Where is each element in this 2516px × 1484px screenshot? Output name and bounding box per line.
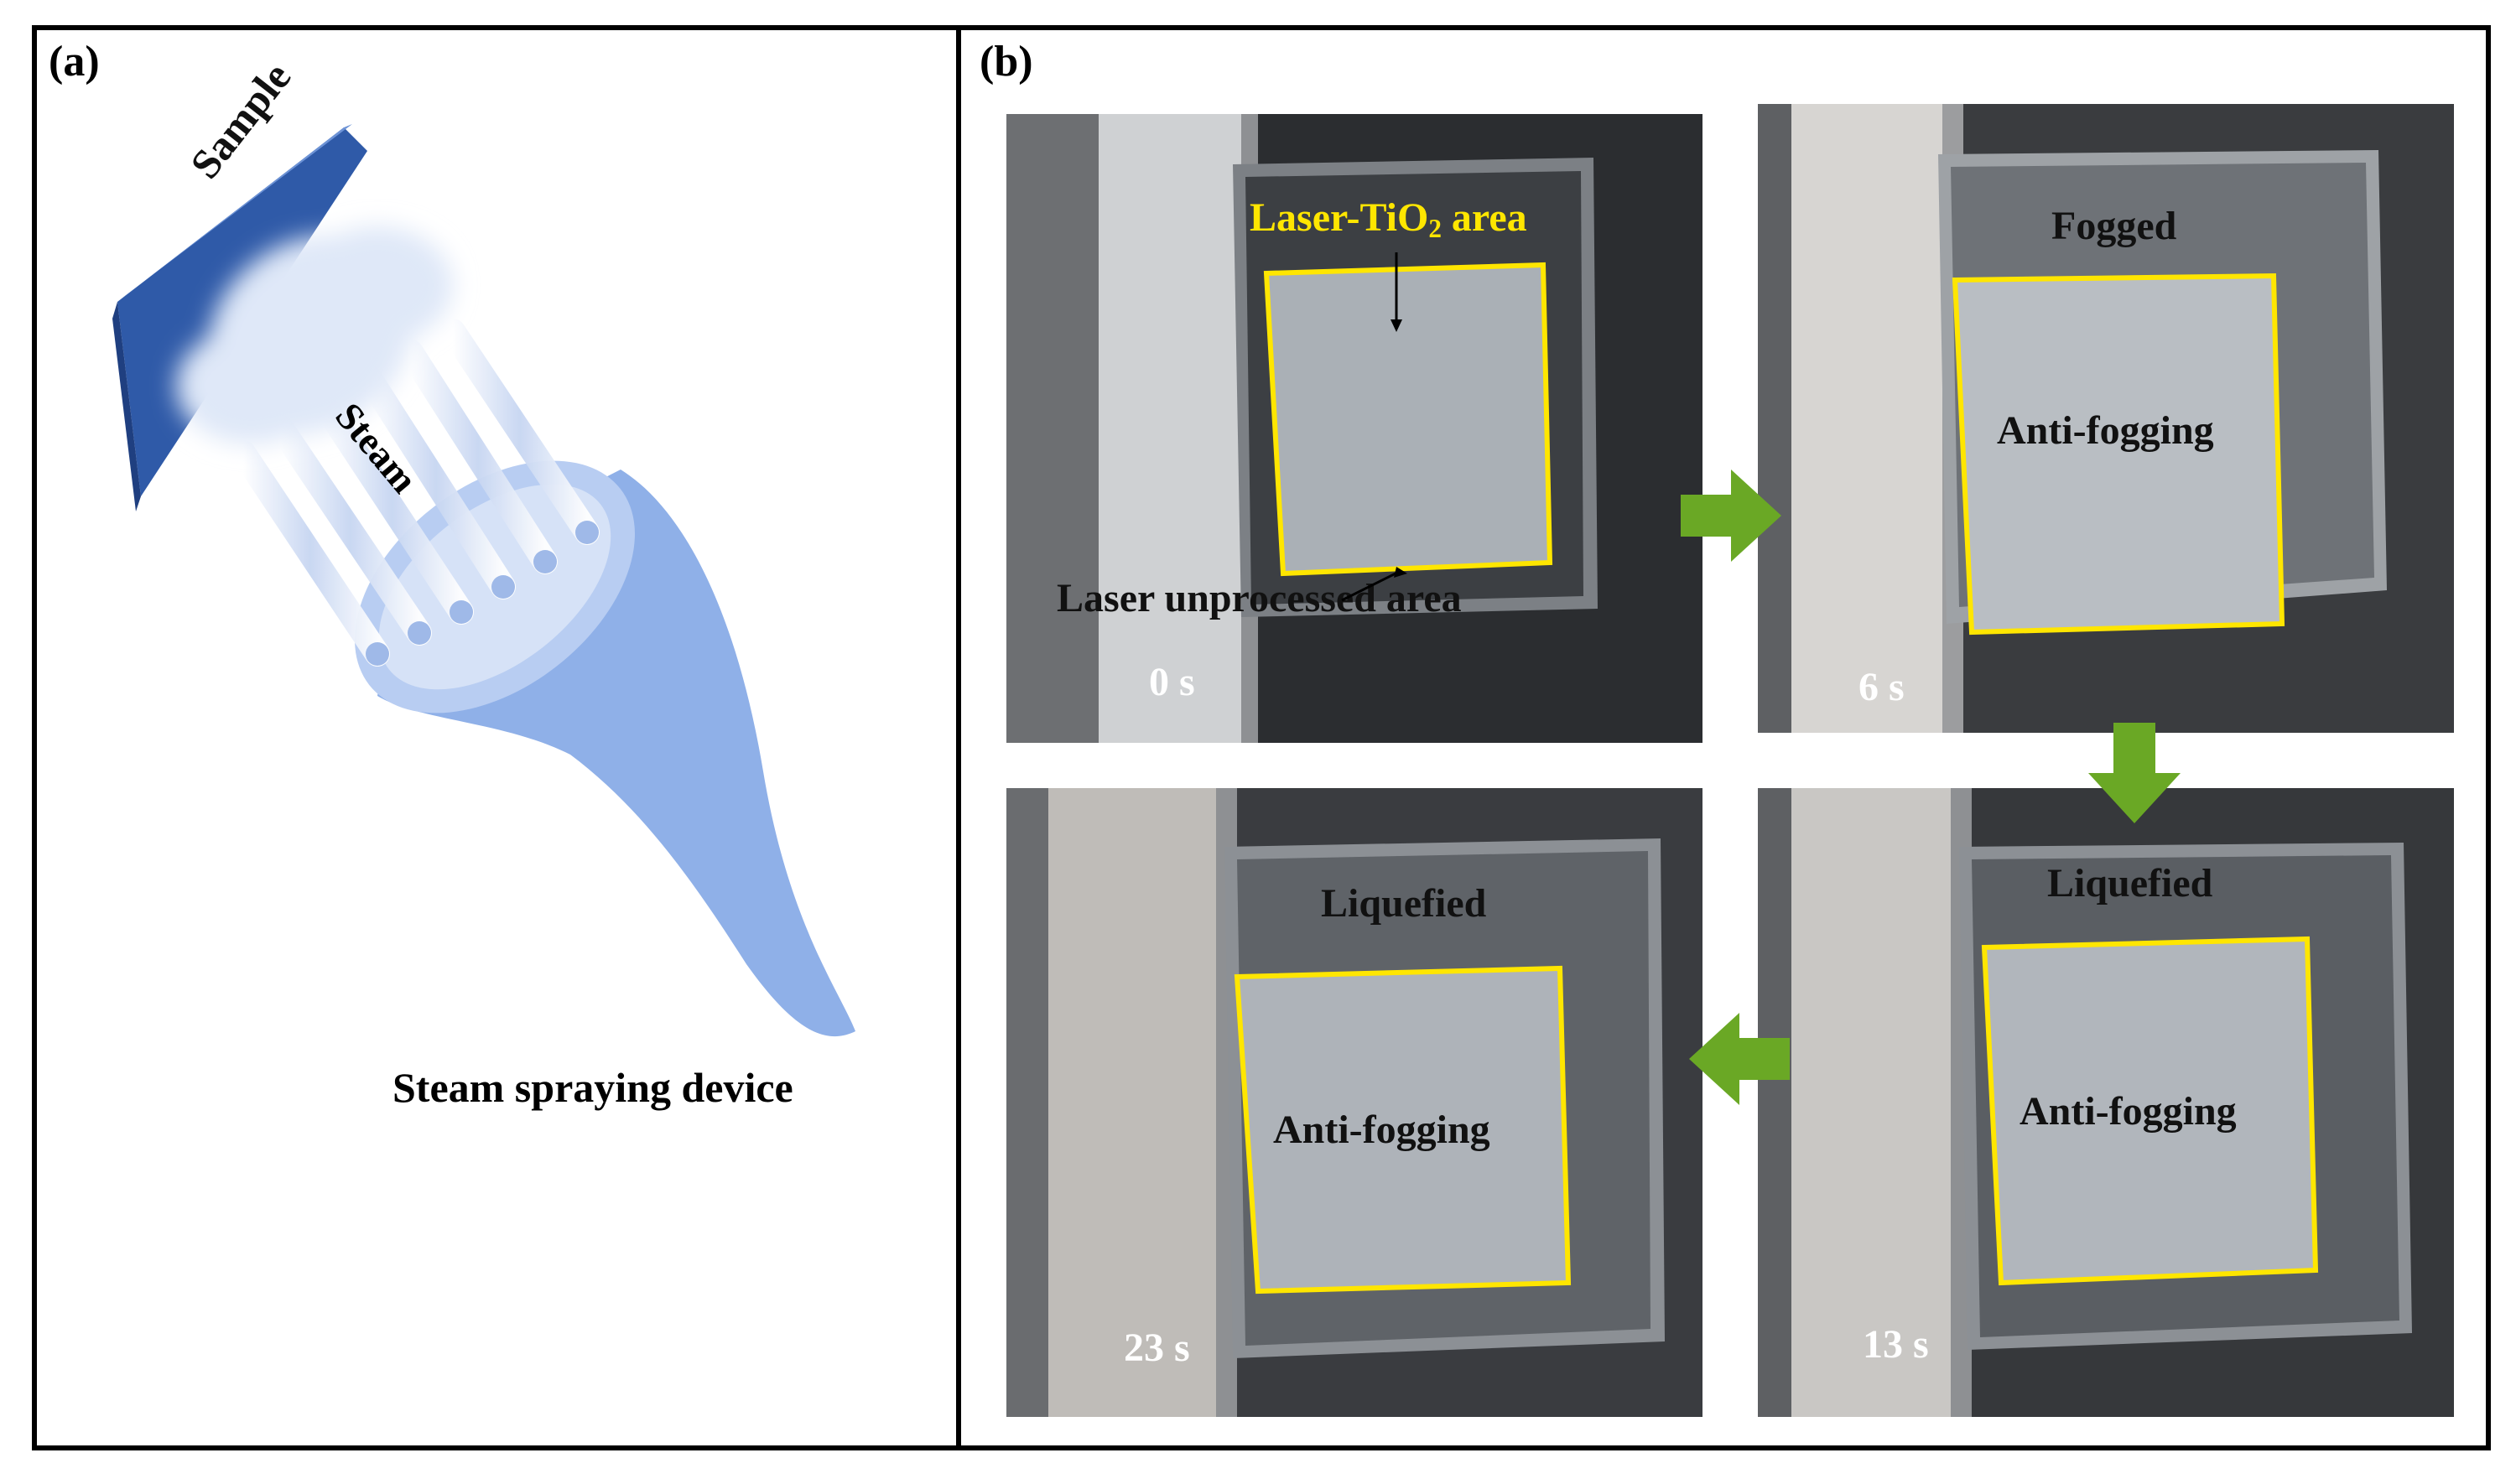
photo-6s: Fogged Anti-fogging 6 s bbox=[1758, 104, 2454, 733]
steam-device-illustration bbox=[112, 124, 855, 1037]
photo-13s: Liquefied Anti-fogging 13 s bbox=[1758, 788, 2454, 1417]
laser-tio2-area-label: Laser-TiO2 area bbox=[1250, 195, 1527, 243]
device-label: Steam spraying device bbox=[392, 1064, 793, 1111]
anti-fogging-label: Anti-fogging bbox=[2020, 1089, 2237, 1134]
panel-b-label: (b) bbox=[980, 38, 1033, 86]
unprocessed-area-label: Laser unprocessed area bbox=[1057, 576, 1462, 620]
time-label: 6 s bbox=[1858, 665, 1905, 709]
photo-23s: Liquefied Anti-fogging 23 s bbox=[1006, 788, 1702, 1417]
figure-frame bbox=[32, 25, 2491, 1450]
fogged-label: Fogged bbox=[2051, 204, 2177, 248]
steam-cloud bbox=[176, 226, 453, 444]
arrow-right bbox=[1681, 470, 1781, 562]
liquefied-label: Liquefied bbox=[1321, 881, 1487, 926]
panel-a-label: (a) bbox=[49, 38, 100, 86]
anti-fogging-label: Anti-fogging bbox=[1273, 1108, 1490, 1152]
anti-fogging-label: Anti-fogging bbox=[1997, 408, 2214, 453]
arrow-left bbox=[1689, 1013, 1790, 1105]
photo-0s: Laser-TiO2 area Laser unprocessed area 0… bbox=[1006, 114, 1702, 743]
nozzle-holes bbox=[366, 521, 599, 666]
liquefied-label: Liquefied bbox=[2047, 861, 2213, 905]
time-label: 13 s bbox=[1863, 1322, 1929, 1367]
steam-jets bbox=[231, 319, 600, 667]
time-label: 23 s bbox=[1124, 1326, 1190, 1370]
panel-divider bbox=[956, 25, 961, 1450]
time-label: 0 s bbox=[1149, 660, 1195, 704]
arrow-down bbox=[2088, 723, 2181, 823]
